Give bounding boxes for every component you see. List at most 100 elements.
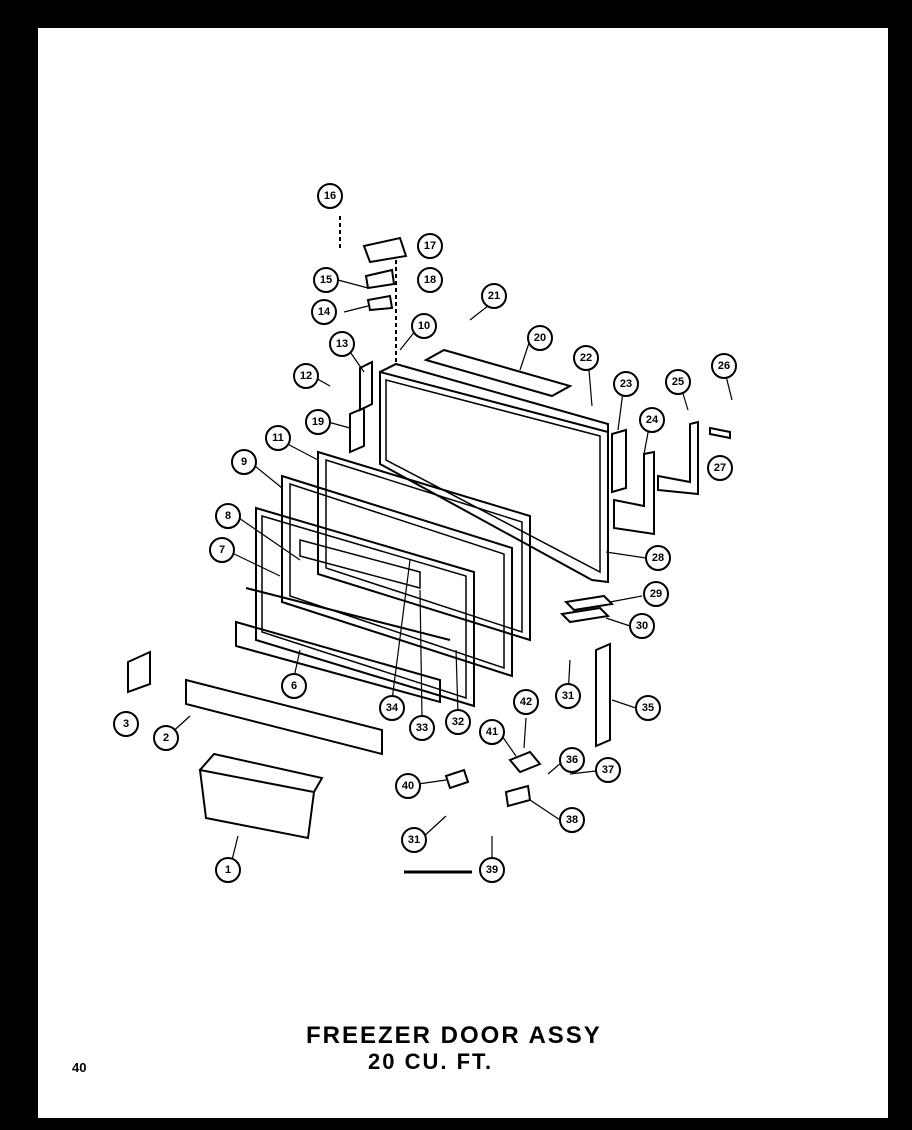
callout-29: [643, 581, 669, 607]
callout-38: [559, 807, 585, 833]
breaker-strip-top: [423, 348, 573, 398]
callout-label: 15: [320, 274, 332, 286]
callout-label: 13: [336, 338, 348, 350]
page-number: 40: [72, 1060, 87, 1075]
callout-label: 31: [562, 690, 574, 702]
callout-37: [595, 757, 621, 783]
hinge-plate: [364, 268, 396, 290]
part-23: [611, 428, 627, 494]
callout-label: 23: [620, 378, 632, 390]
part-29: [563, 594, 615, 612]
callout-label: 26: [718, 360, 730, 372]
callout-41: [479, 719, 505, 745]
callout-23: [613, 371, 639, 397]
callout-2: [153, 725, 179, 751]
callout-label: 11: [272, 432, 284, 444]
callout-16: [317, 183, 343, 209]
diagram-subtitle: 20 CU. FT.: [368, 1049, 494, 1074]
callout-28: [645, 545, 671, 571]
callout-label: 39: [486, 864, 498, 876]
callout-10: [411, 313, 437, 339]
callout-20: [527, 325, 553, 351]
callout-label: 14: [318, 306, 331, 318]
bracket-25: [657, 420, 699, 496]
callout-label: 6: [291, 680, 297, 692]
gasket-frame-11: [317, 450, 531, 642]
gasket-frame-9: [281, 474, 513, 678]
door-outer-panel-inner: [385, 379, 601, 574]
callout-13: [329, 331, 355, 357]
callout-label: 32: [452, 716, 464, 728]
callout-24: [639, 407, 665, 433]
callout-39: [479, 857, 505, 883]
callout-label: 2: [163, 732, 169, 744]
callout-label: 9: [241, 456, 247, 468]
part-27: [709, 426, 731, 440]
callout-label: 12: [300, 370, 312, 382]
callout-label: 33: [416, 722, 428, 734]
hinge-40: [444, 768, 470, 790]
callout-label: 25: [672, 376, 684, 388]
callout-label: 21: [488, 290, 500, 302]
callout-label: 35: [642, 702, 654, 714]
callout-36: [559, 747, 585, 773]
callout-label: 18: [424, 274, 436, 286]
callout-label: 8: [225, 510, 231, 522]
hinge-lower-41: [508, 750, 542, 774]
callout-1: [215, 857, 241, 883]
callout-label: 20: [534, 332, 546, 344]
callout-33: [409, 715, 435, 741]
side-strip-19: [349, 406, 365, 454]
callout-label: 22: [580, 352, 592, 364]
callout-label: 36: [566, 754, 578, 766]
callout-40: [395, 773, 421, 799]
callout-label: 24: [646, 414, 659, 426]
callout-label: 34: [386, 702, 399, 714]
callout-label: 1: [225, 864, 231, 876]
callout-11: [265, 425, 291, 451]
inner-door-liner: [255, 506, 475, 708]
door-shelf: [235, 620, 441, 704]
diagram-title: FREEZER DOOR ASSY: [306, 1022, 602, 1049]
callout-label: 10: [418, 320, 430, 332]
callout-25: [665, 369, 691, 395]
strip-35: [595, 642, 611, 748]
hinge-top: [362, 236, 408, 264]
callout-8: [215, 503, 241, 529]
callout-label: 41: [486, 726, 498, 738]
bracket-part-3: [127, 650, 151, 694]
callout-14: [311, 299, 337, 325]
callout-34: [379, 695, 405, 721]
callout-12: [293, 363, 319, 389]
callout-label: 27: [714, 462, 726, 474]
hinge-shim: [366, 294, 394, 312]
callout-label: 7: [219, 544, 225, 556]
callout-label: 3: [123, 718, 129, 730]
callout-18: [417, 267, 443, 293]
bracket-24: [613, 450, 655, 536]
callout-label: 40: [402, 780, 414, 792]
callout-label: 30: [636, 620, 648, 632]
callout-15: [313, 267, 339, 293]
callout-19: [305, 409, 331, 435]
callout-27: [707, 455, 733, 481]
diagram-sheet: [38, 28, 888, 1118]
callout-9: [231, 449, 257, 475]
part-38: [504, 784, 532, 808]
callout-42: [513, 689, 539, 715]
callout-label: 17: [424, 240, 436, 252]
callout-6: [281, 673, 307, 699]
callout-3: [113, 711, 139, 737]
door-rail: [185, 678, 383, 756]
callout-22: [573, 345, 599, 371]
callout-label: 38: [566, 814, 578, 826]
callout-label: 19: [312, 416, 324, 428]
callout-32: [445, 709, 471, 735]
door-bin: [198, 768, 316, 840]
callout-26: [711, 353, 737, 379]
callout-label: 31: [408, 834, 420, 846]
callout-21: [481, 283, 507, 309]
callout-label: 42: [520, 696, 532, 708]
